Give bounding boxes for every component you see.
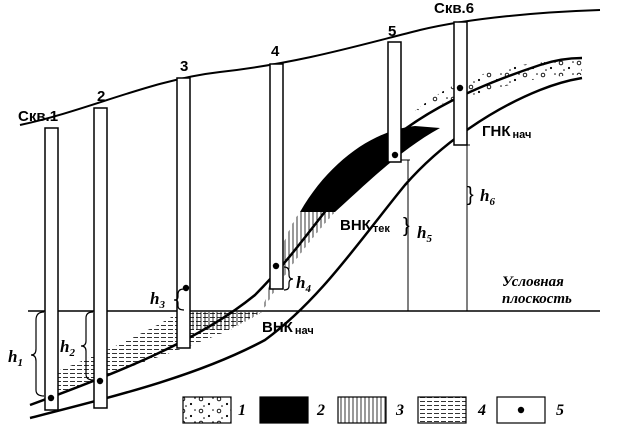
height-label-6: h6: [480, 186, 495, 208]
legend-num-1: 1: [238, 402, 246, 419]
height-label-1: h1: [8, 347, 23, 369]
well-2: [93, 107, 108, 409]
watered-oil-zone-fill: [262, 212, 335, 312]
reference-plane-label-line2: плоскость: [502, 291, 572, 307]
well-label-4: 4: [271, 43, 280, 60]
brace-h1: [30, 311, 45, 397]
legend: 1 2 3 4 5: [182, 396, 564, 424]
brace-h5-symbol: }: [403, 215, 410, 237]
perforation-point-2: [96, 377, 104, 385]
legend-num-4: 4: [477, 402, 486, 419]
brace-h2: [80, 311, 94, 381]
reservoir-top-line: [29, 56, 583, 407]
legend-num-2: 2: [316, 402, 325, 419]
well-label-5: 5: [388, 23, 396, 40]
legend-swatch-4: [417, 396, 467, 424]
well-6: [453, 21, 468, 146]
legend-point-icon: [517, 406, 525, 414]
brace-h4: [283, 266, 294, 291]
perforation-point-3: [182, 284, 190, 292]
reference-plane-label-line1: Условная: [502, 274, 564, 290]
well-label-6: Скв.6: [434, 0, 474, 17]
reservoir-bottom-line: [29, 76, 583, 420]
perforation-point-1: [47, 394, 55, 402]
perforation-point-5: [391, 151, 399, 159]
perforation-point-6: [456, 84, 464, 92]
brace-h3: [173, 288, 185, 311]
legend-swatch-2: [259, 396, 309, 424]
well-4: [269, 63, 284, 290]
height-label-3: h3: [150, 289, 165, 311]
legend-num-5: 5: [556, 402, 564, 419]
oil-zone-fill: [300, 126, 440, 212]
well-label-3: 3: [180, 58, 188, 75]
legend-swatch-1: [182, 396, 232, 424]
well-label-1: Скв.1: [18, 108, 58, 125]
well-1: [44, 127, 59, 411]
legend-num-3: 3: [395, 402, 404, 419]
well-3: [176, 77, 191, 349]
ground-surface-line: [19, 9, 601, 126]
well-5: [387, 41, 402, 163]
height-label-5: h5: [417, 223, 432, 245]
well-label-2: 2: [97, 88, 105, 105]
brace-h6-symbol: }: [467, 184, 474, 206]
legend-swatch-3: [337, 396, 387, 424]
perforation-point-4: [272, 262, 280, 270]
height-label-2: h2: [60, 337, 75, 359]
gas-zone-fill: [415, 60, 582, 111]
height-label-4: h4: [296, 273, 311, 295]
